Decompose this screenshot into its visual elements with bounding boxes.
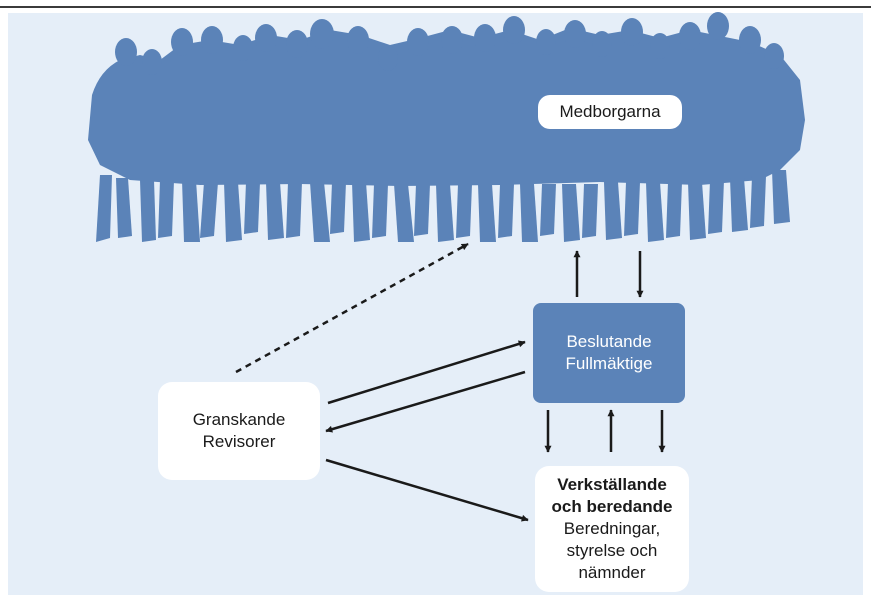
executive-title-line2: och beredande — [551, 497, 673, 516]
audit-box: Granskande Revisorer — [158, 382, 320, 480]
decision-subtitle: Fullmäktige — [565, 354, 653, 373]
top-rule — [0, 6, 871, 8]
audit-subtitle: Revisorer — [202, 432, 276, 451]
dashed-arrow-audit-to-citizens — [235, 242, 469, 374]
decision-box: Beslutande Fullmäktige — [533, 303, 685, 403]
audit-title: Granskande — [192, 410, 286, 429]
executive-sub-line2: styrelse och — [566, 541, 658, 560]
executive-box: Verkställande och beredande Beredningar,… — [535, 466, 689, 592]
executive-sub-line1: Beredningar, — [563, 519, 661, 538]
executive-sub-line3: nämnder — [578, 563, 646, 582]
crowd-silhouette — [88, 12, 805, 242]
decision-title: Beslutande — [566, 332, 652, 351]
citizens-label: Medborgarna — [538, 95, 682, 129]
arrow-decision-to-audit — [325, 370, 526, 433]
executive-title-line1: Verkställande — [557, 475, 667, 494]
arrow-audit-to-decision — [327, 340, 526, 405]
arrow-audit-to-executive — [325, 458, 529, 522]
